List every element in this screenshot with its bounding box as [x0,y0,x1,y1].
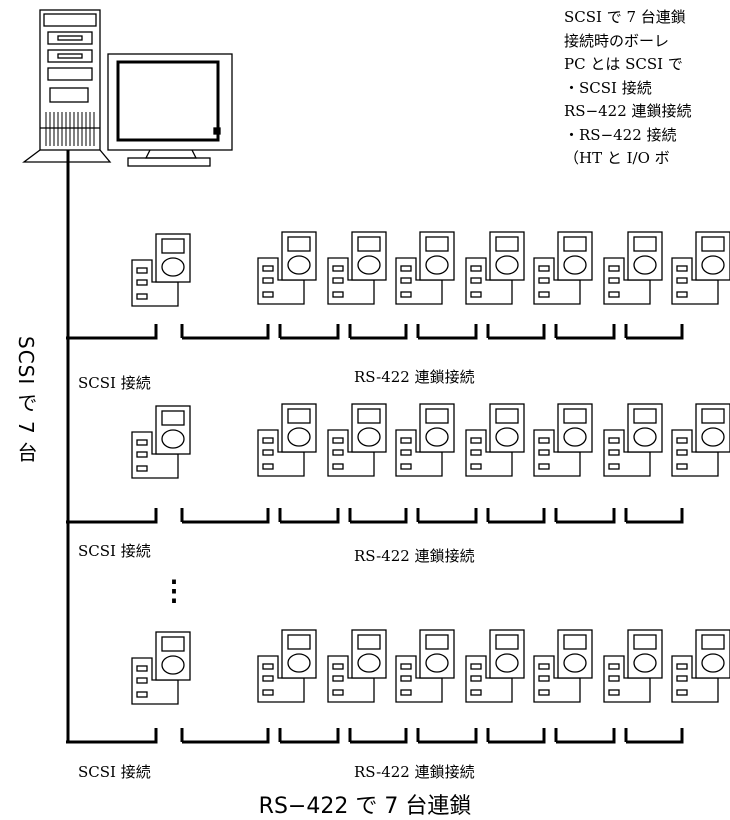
note-line: ・SCSI 接続 [564,78,652,97]
handheld-terminal-icon [533,231,593,305]
handheld-terminal-icon [671,403,730,477]
rs422-chain-label: RS-422 連鎖接続 [354,763,475,781]
handheld-terminal-icon [603,403,663,477]
device-group [66,403,730,524]
handheld-terminal-icon [533,403,593,477]
rs422-chain-label: RS-422 連鎖接続 [354,368,475,386]
handheld-terminal-icon [533,629,593,703]
note-text-block: SCSI で 7 台連鎖 接続時のボーレ PC とは SCSI で ・SCSI … [564,6,730,171]
device-group [66,231,730,340]
handheld-terminal-icon [257,231,317,305]
bottom-title: RS−422 で 7 台連鎖 [258,794,472,819]
handheld-terminal-icon [603,231,663,305]
handheld-terminal-icon [131,631,191,705]
ellipsis-dots: ⋮ [160,574,188,607]
scsi-connection-label: SCSI 接続 [78,763,151,781]
handheld-terminal-icon [327,403,387,477]
handheld-terminal-icon [257,403,317,477]
handheld-terminal-icon [465,231,525,305]
handheld-terminal-icon [257,629,317,703]
handheld-terminal-icon [671,629,730,703]
handheld-terminal-icon [395,629,455,703]
vertical-scsi-label: SCSI で 7 台 [14,336,38,464]
handheld-terminal-icon [465,629,525,703]
device-groups [66,231,730,744]
note-line: PC とは SCSI で [564,55,683,73]
note-line: SCSI で 7 台連鎖 [564,8,686,26]
handheld-terminal-icon [395,403,455,477]
note-line: 接続時のボーレ [564,31,670,50]
note-line: RS−422 連鎖接続 [564,102,692,120]
host-pc-icon [22,9,233,167]
rs422-chain-label: RS-422 連鎖接続 [354,547,475,565]
handheld-terminal-icon [465,403,525,477]
device-group [66,629,730,744]
handheld-terminal-icon [131,405,191,479]
handheld-terminal-icon [327,231,387,305]
note-line: ・RS−422 接続 [564,125,677,144]
handheld-terminal-icon [395,231,455,305]
handheld-terminal-icon [603,629,663,703]
scsi-connection-label: SCSI 接続 [78,542,151,560]
handheld-terminal-icon [131,233,191,307]
handheld-terminal-icon [671,231,730,305]
note-line: （HT と I/O ボ [564,149,670,167]
scsi-connection-label: SCSI 接続 [78,374,151,392]
handheld-terminal-icon [327,629,387,703]
